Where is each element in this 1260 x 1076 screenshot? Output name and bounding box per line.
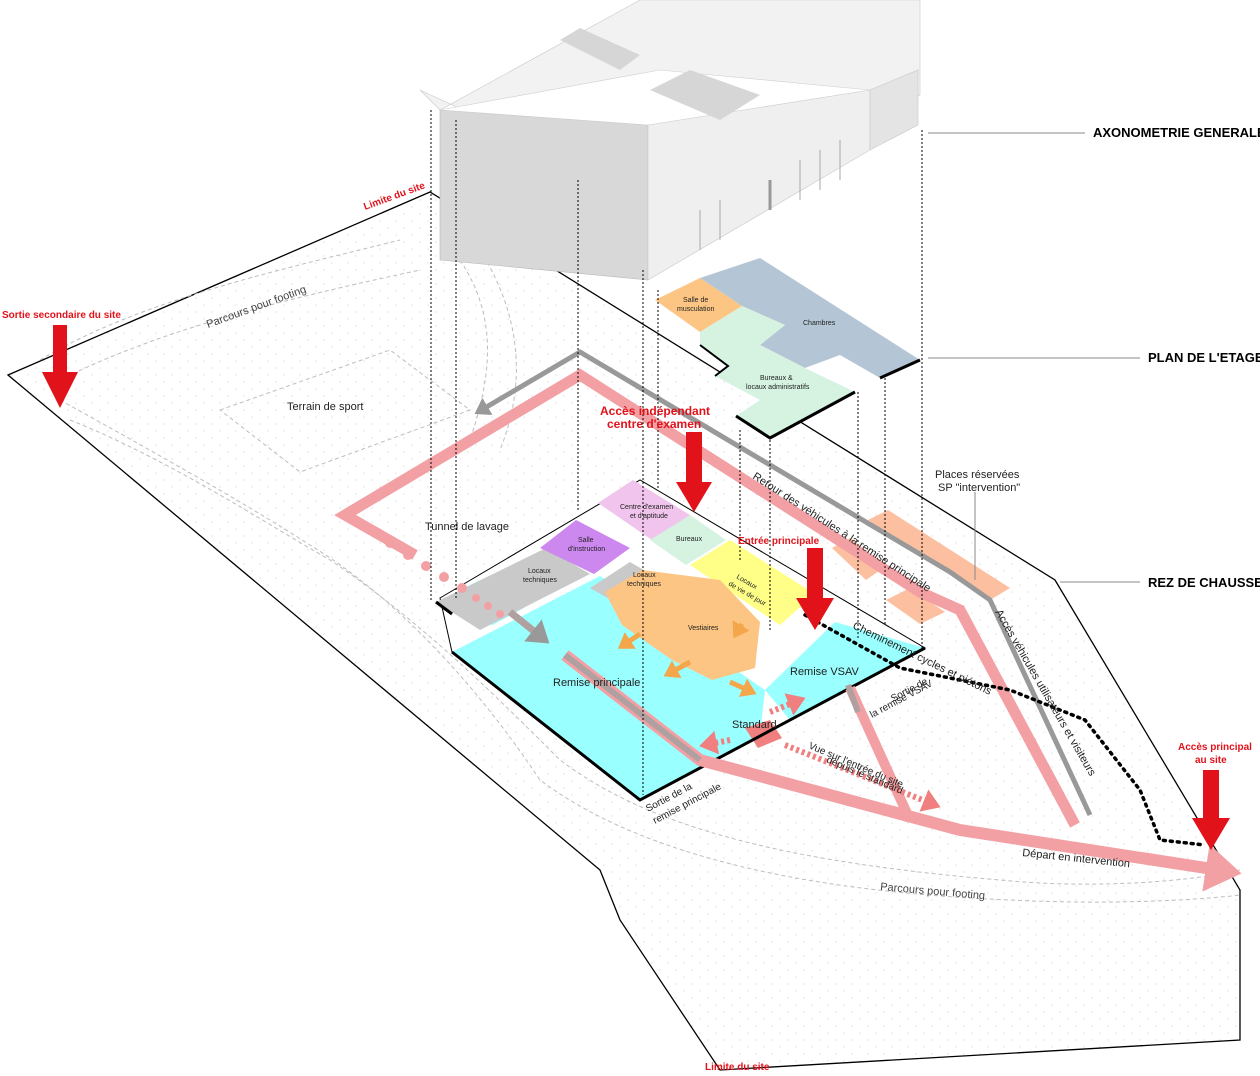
exam-access-label-2: centre d'examen xyxy=(607,417,701,431)
main-access-label-2: au site xyxy=(1195,755,1227,766)
main-garage-label: Remise principale xyxy=(553,677,640,689)
gym-label-1: Salle de xyxy=(683,297,708,304)
main-entrance-arrow xyxy=(796,548,834,630)
offices-area xyxy=(650,515,726,565)
exam-center-label-2: et d'aptitude xyxy=(630,513,668,520)
instruction-label-2: d'instruction xyxy=(568,546,605,553)
offices-admin-label-2: locaux administratifs xyxy=(746,384,810,391)
tech-right-label-2: techniques xyxy=(627,581,661,588)
rooms-label: Chambres xyxy=(803,320,836,327)
wash-tunnel-label: Tunnel de lavage xyxy=(425,521,509,533)
title-axonometry: AXONOMETRIE GENERALE xyxy=(1093,125,1260,140)
main-site-access-arrow xyxy=(1192,770,1230,850)
title-ground-floor: REZ DE CHAUSSEE xyxy=(1148,575,1260,590)
vehicle-flows xyxy=(334,349,1242,892)
secondary-exit-label: Sortie secondaire du site xyxy=(2,310,121,321)
main-entrance-label: Entrée principale xyxy=(738,536,820,547)
title-upper-floor: PLAN DE L'ETAGE xyxy=(1148,350,1260,365)
offices-label: Bureaux xyxy=(676,536,703,543)
tech-rooms-left xyxy=(436,548,590,630)
tech-left-label-2: techniques xyxy=(523,577,557,584)
exam-access-label-1: Accès indépendant xyxy=(600,404,710,418)
tech-left-label-1: Locaux xyxy=(528,568,551,575)
lockers-area xyxy=(605,570,760,680)
lockers-label: Vestiaires xyxy=(688,625,719,632)
building-massing xyxy=(419,0,921,281)
main-access-label-1: Accès principal xyxy=(1178,742,1252,753)
site-limit-bottom: Limite du site xyxy=(705,1062,770,1073)
leader-lines xyxy=(928,132,1140,583)
sport-field-label: Terrain de sport xyxy=(287,401,363,413)
gym-label-2: musculation xyxy=(677,306,714,313)
exam-center-area xyxy=(598,480,690,540)
secondary-exit-arrow xyxy=(42,325,78,408)
instruction-room-area xyxy=(540,520,630,574)
upper-floor-plan xyxy=(655,258,921,440)
exam-center-label-1: Centre d'examen xyxy=(620,504,673,511)
reserved-label-2: SP "intervention" xyxy=(938,482,1020,494)
day-life-area xyxy=(690,540,815,625)
standard-label: Standard xyxy=(732,719,777,731)
offices-admin-label-1: Bureaux & xyxy=(760,375,793,382)
reserved-label-1: Places réservées xyxy=(935,469,1020,481)
exam-access-arrow xyxy=(676,432,712,512)
vsav-garage-label: Remise VSAV xyxy=(790,666,860,678)
instruction-label-1: Salle xyxy=(578,537,594,544)
projection-lines xyxy=(430,110,923,795)
red-access-arrows xyxy=(42,325,1230,850)
rooms-area xyxy=(700,258,920,378)
offices-admin-area xyxy=(700,306,855,438)
tech-right-label-1: Locaux xyxy=(633,572,656,579)
